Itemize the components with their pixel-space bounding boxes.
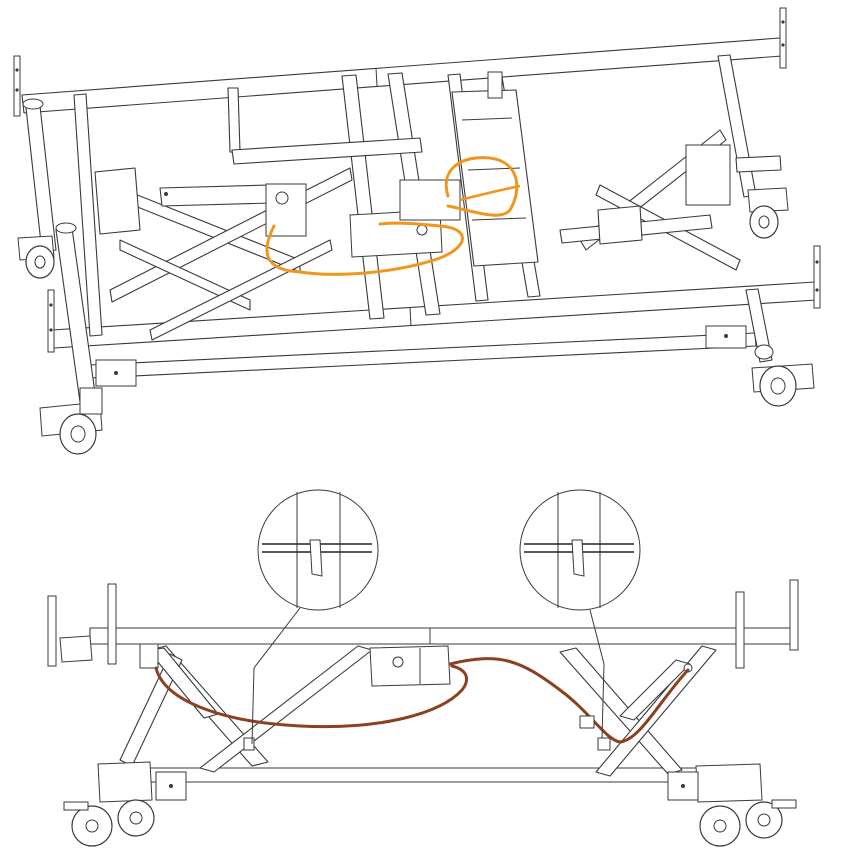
side-view-end-brackets: [47, 579, 799, 669]
head-end-brackets: [13, 55, 55, 353]
side-view-base-rail: [99, 767, 761, 783]
side-view-actuator-foot: [619, 659, 693, 721]
head-actuator: [159, 183, 307, 237]
cable-clip-detail-right: [519, 489, 641, 739]
side-view-caster-foot: [695, 763, 797, 847]
backrest-panel: [227, 87, 423, 165]
side-view-base-brackets: [155, 771, 699, 801]
control-box: [349, 179, 461, 258]
base-mount-brackets: [95, 325, 747, 387]
actuator-cable-top: [265, 156, 521, 276]
cable-clip-detail-left: [251, 489, 379, 745]
side-view-control-box: [369, 645, 451, 687]
cable-clip-right: [579, 715, 611, 751]
foot-section-frame: [451, 71, 539, 267]
side-view-top-rail: [89, 627, 797, 645]
bed-frame-top-view: [13, 7, 821, 455]
cable-clip-left: [243, 737, 255, 751]
foot-end-brackets: [779, 7, 821, 309]
caster-head-back: [17, 235, 55, 279]
caster-head-front: [39, 387, 103, 455]
foot-scissor-lift: [559, 129, 782, 271]
caster-foot-front: [751, 344, 815, 407]
side-view-caster-head: [63, 761, 155, 847]
bed-frame-side-view: [47, 579, 799, 847]
caster-foot-back: [747, 187, 789, 239]
side-view-actuator-head: [139, 643, 219, 719]
